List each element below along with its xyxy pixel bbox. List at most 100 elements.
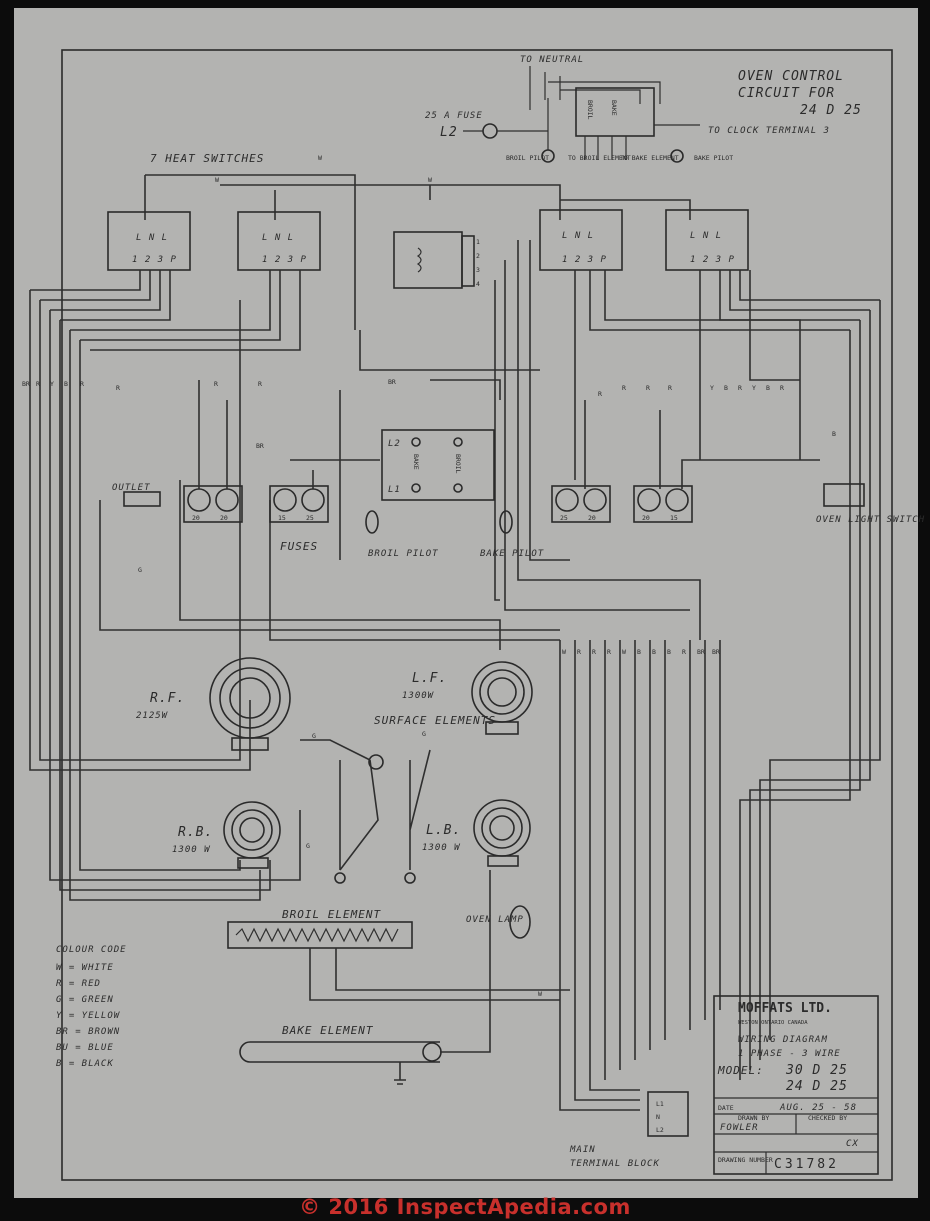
fuse1b: 20	[220, 514, 228, 522]
tag-right-6: R	[780, 384, 784, 392]
tag-misc-1: W	[318, 154, 322, 162]
relay-box	[575, 87, 655, 137]
colour-code-5: BR = BROWN	[56, 1027, 120, 1037]
fuse-pair-1: 20 20	[183, 485, 243, 523]
copyright-notice: © 2016 InspectApedia.com	[299, 1195, 631, 1219]
tag-right-4: Y	[752, 384, 756, 392]
tag-bottom-4: R	[607, 648, 611, 656]
selector-broil: BROIL	[454, 454, 462, 474]
fuse2b: 25	[306, 514, 314, 522]
relay-right-label: BAKE	[610, 100, 618, 116]
selector-switch: L2 L1 BAKE BROIL	[381, 429, 495, 501]
drawn-by-label: DRAWN BY	[738, 1114, 769, 1122]
tag-bottom-3: R	[592, 648, 596, 656]
fuse-label: 25 A FUSE	[425, 111, 483, 121]
left-harness	[29, 270, 301, 901]
tag-right-5: B	[766, 384, 770, 392]
tag-bottom-1: W	[562, 648, 566, 656]
tag-misc-5: R	[214, 380, 218, 388]
tag-left-4: B	[64, 380, 68, 388]
heat-switches-heading: 7 HEAT SWITCHES	[150, 152, 264, 165]
broil-element	[227, 921, 413, 949]
element-lb	[473, 799, 531, 867]
fuse-wiring	[198, 380, 820, 489]
timer-t2: 2	[476, 252, 480, 260]
tag-misc-14: W	[538, 990, 542, 998]
tag-right-3: R	[738, 384, 742, 392]
company-location: WESTON ONTARIO CANADA	[738, 1020, 808, 1026]
mid-wiring	[99, 330, 560, 650]
timer-t1: 1	[476, 238, 480, 246]
l2-top-label: L2	[440, 125, 458, 140]
colour-code-2: R = RED	[56, 979, 101, 989]
oven-light-switch-label: OVEN LIGHT SWITCH	[816, 515, 925, 525]
drawing-no: C31782	[774, 1157, 839, 1172]
tag-misc-17: R	[646, 384, 650, 392]
terminal-l2: L2	[656, 1126, 664, 1134]
to-broil-element-label: TO BROIL ELEMENT	[568, 154, 631, 162]
colour-code-4: Y = YELLOW	[56, 1011, 121, 1021]
bake-pilot-top-lamp	[670, 149, 684, 163]
terminal-n: N	[656, 1113, 660, 1121]
switch2-top: L N L	[262, 233, 294, 243]
to-neutral-label: TO NEUTRAL	[520, 55, 584, 65]
tag-right-1: Y	[710, 384, 714, 392]
switch1-top: L N L	[136, 233, 168, 243]
model-label: MODEL:	[717, 1064, 764, 1077]
tag-bottom-8: B	[667, 648, 671, 656]
colour-code-3: G = GREEN	[56, 995, 114, 1005]
surface-label-line1: SURFACE ELEMENTS	[374, 714, 496, 727]
lf-name: L.F.	[412, 671, 447, 686]
bake-pilot-top-label: BAKE PILOT	[694, 154, 733, 162]
element-rb	[223, 801, 281, 869]
tag-misc-13: B	[832, 430, 836, 438]
bake-element-terminal	[422, 1042, 442, 1062]
fuse4b: 15	[670, 514, 678, 522]
relay-leads	[584, 136, 627, 160]
fuse-pair-3: 25 20	[551, 485, 611, 523]
tag-misc-15: R	[598, 390, 602, 398]
colour-code-7: B = BLACK	[56, 1059, 114, 1069]
company-name: MOFFATS LTD.	[738, 1001, 832, 1016]
tag-misc-2: W	[215, 176, 219, 184]
fuse3a: 25	[560, 514, 568, 522]
drawing-border	[61, 49, 893, 1181]
tag-right-2: B	[724, 384, 728, 392]
lb-rating: 1300 W	[422, 843, 461, 853]
bake-element	[239, 1041, 440, 1063]
title-line3: 24 D 25	[800, 103, 862, 118]
rf-name: R.F.	[150, 691, 185, 706]
center-wiring	[494, 240, 801, 640]
outlet-label: OUTLET	[112, 483, 151, 493]
colour-code-1: W = WHITE	[56, 963, 114, 973]
switch3-top: L N L	[562, 231, 594, 241]
tag-bottom-7: B	[652, 648, 656, 656]
tag-bottom-5: W	[622, 648, 626, 656]
model-2: 24 D 25	[786, 1079, 848, 1094]
fuse3b: 20	[588, 514, 596, 522]
doc-type: WIRING DIAGRAM	[738, 1035, 828, 1045]
ground-wires	[300, 739, 431, 871]
switch4-bottom: 1 2 3 P	[690, 255, 735, 265]
lb-name: L.B.	[426, 823, 461, 838]
colour-code-heading: COLOUR CODE	[56, 945, 127, 955]
fuse1a: 20	[192, 514, 200, 522]
rf-rating: 2125W	[136, 711, 169, 721]
timer-clock: 1 2 3 4	[393, 231, 480, 289]
drawing-no-label: DRAWING NUMBER	[718, 1156, 773, 1164]
heat-switch-3: L N L 1 2 3 P	[539, 209, 623, 271]
tag-left-1: BR	[22, 380, 30, 388]
bake-pilot-lamp	[499, 510, 513, 534]
heat-switch-1: L N L 1 2 3 P	[107, 211, 191, 271]
bake-pilot-label: BAKE PILOT	[480, 549, 544, 559]
phase: 1 PHASE - 3 WIRE	[738, 1049, 841, 1059]
relay-left-label: BROIL	[586, 100, 594, 120]
date-label: DATE	[718, 1104, 734, 1112]
terminal-l1: L1	[656, 1100, 664, 1108]
lf-rating: 1300W	[402, 691, 435, 701]
outlet	[123, 491, 161, 507]
tag-left-5: R	[80, 380, 84, 388]
tag-left-3: Y	[50, 380, 54, 388]
checked-by-label: CHECKED BY	[808, 1114, 847, 1122]
